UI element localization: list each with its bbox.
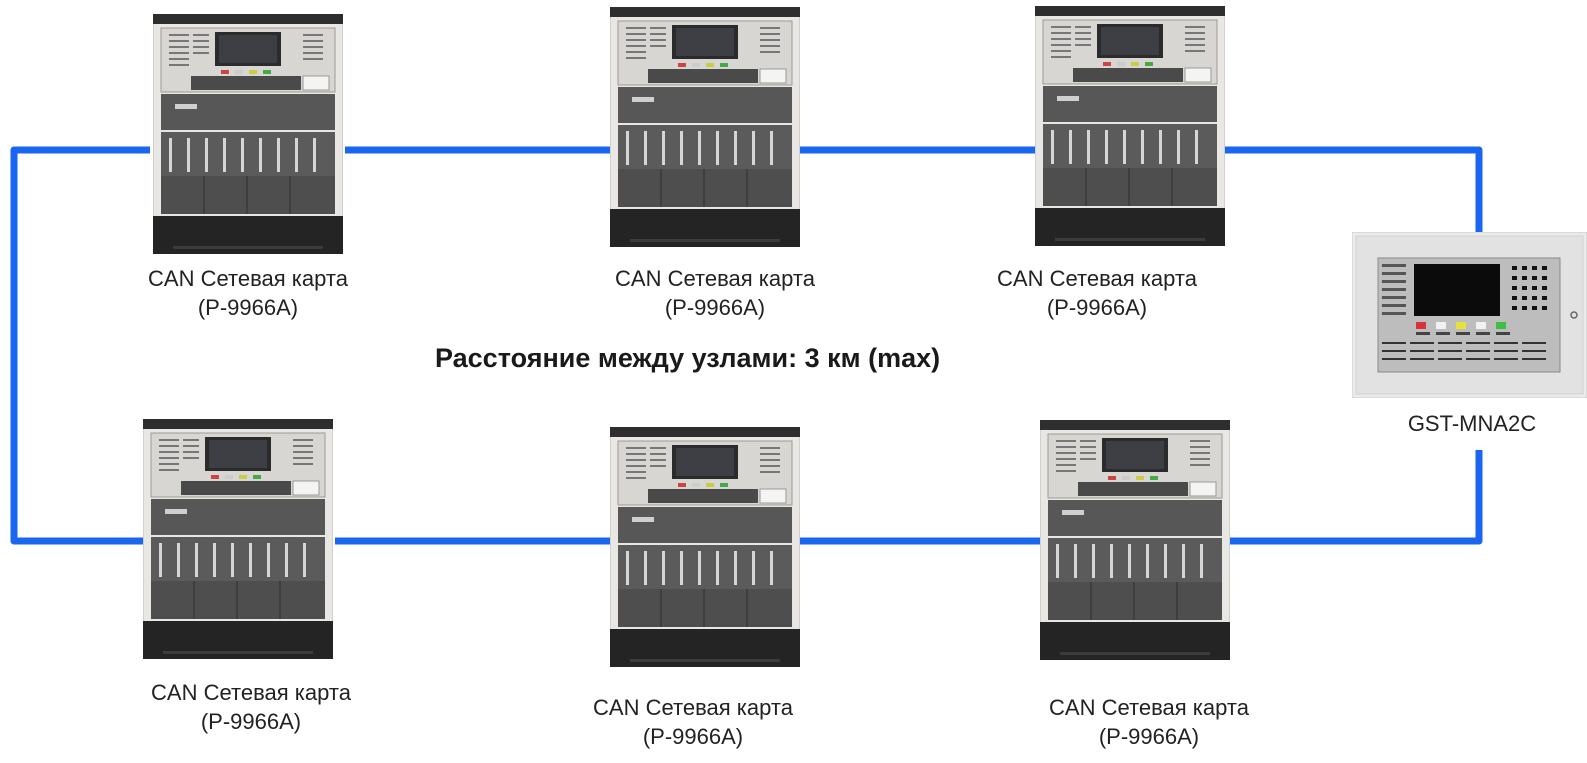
network-link xyxy=(1230,450,1483,545)
node-label-line2: (P-9966A) xyxy=(197,295,299,320)
node-label-line1: CAN Сетевая карта xyxy=(997,266,1197,291)
adapter-label: GST-MNA2C xyxy=(1382,409,1562,438)
node-label-line2: (P-9966A) xyxy=(1046,295,1148,320)
node-label-line1: CAN Сетевая карта xyxy=(593,695,793,720)
diagram-title: Расстояние между узлами: 3 км (max) xyxy=(435,343,941,373)
node-label-line2: (P-9966A) xyxy=(200,709,302,734)
adapter-label-text: GST-MNA2C xyxy=(1407,411,1537,436)
fire-panel-node xyxy=(143,419,333,659)
node-label-line2: (P-9966A) xyxy=(664,295,766,320)
node-label: CAN Сетевая карта (P-9966A) xyxy=(595,264,835,322)
node-label-line1: CAN Сетевая карта xyxy=(151,680,351,705)
fire-panel-node xyxy=(610,7,800,247)
node-label: CAN Сетевая карта (P-9966A) xyxy=(573,693,813,751)
network-adapter-panel xyxy=(1352,232,1587,398)
node-label: CAN Сетевая карта (P-9966A) xyxy=(131,678,371,736)
node-label: CAN Сетевая карта (P-9966A) xyxy=(1029,693,1269,751)
node-label-line1: CAN Сетевая карта xyxy=(148,266,348,291)
network-link xyxy=(1225,146,1483,232)
fire-panel-node xyxy=(153,14,343,254)
node-label-line1: CAN Сетевая карта xyxy=(1049,695,1249,720)
fire-panel-node xyxy=(1040,420,1230,660)
network-link xyxy=(10,146,150,545)
node-label: CAN Сетевая карта (P-9966A) xyxy=(128,264,368,322)
node-label: CAN Сетевая карта (P-9966A) xyxy=(977,264,1217,322)
fire-panel-node xyxy=(1035,6,1225,246)
node-label-line2: (P-9966A) xyxy=(642,724,744,749)
fire-panel-node xyxy=(610,427,800,667)
node-label-line2: (P-9966A) xyxy=(1098,724,1200,749)
node-label-line1: CAN Сетевая карта xyxy=(615,266,815,291)
